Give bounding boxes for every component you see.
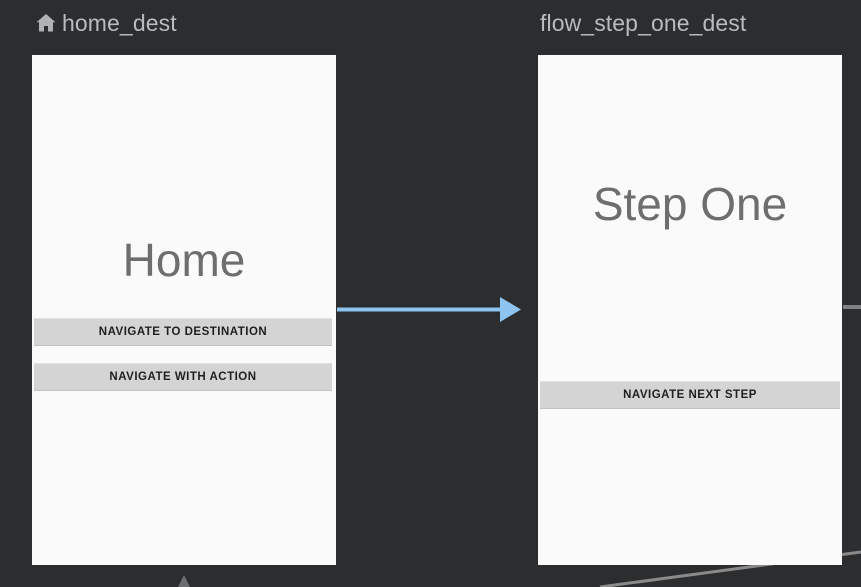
preview-title: Step One [592, 178, 788, 230]
arrowhead-into-home [178, 575, 190, 587]
destination-label: home_dest [62, 9, 177, 36]
preview-title: Home [122, 234, 246, 286]
navigate-next-step-button[interactable]: NAVIGATE NEXT STEP [540, 381, 840, 409]
edge-home-to-step-one[interactable] [337, 297, 521, 322]
destination-label: flow_step_one_dest [540, 9, 747, 36]
arrowhead-icon [500, 297, 521, 322]
destination-preview-home[interactable]: Home NAVIGATE TO DESTINATION NAVIGATE WI… [32, 55, 336, 565]
navigate-to-destination-button[interactable]: NAVIGATE TO DESTINATION [34, 318, 332, 346]
destination-header[interactable]: flow_step_one_dest [538, 6, 842, 40]
navigate-with-action-button[interactable]: NAVIGATE WITH ACTION [34, 363, 332, 391]
home-icon [34, 11, 58, 35]
destination-header[interactable]: home_dest [32, 6, 336, 40]
destination-node-flow-step-one-dest[interactable]: flow_step_one_dest Step One NAVIGATE NEX… [538, 6, 842, 565]
destination-node-home-dest[interactable]: home_dest Home NAVIGATE TO DESTINATION N… [32, 6, 336, 565]
destination-preview-step-one[interactable]: Step One NAVIGATE NEXT STEP [538, 55, 842, 565]
